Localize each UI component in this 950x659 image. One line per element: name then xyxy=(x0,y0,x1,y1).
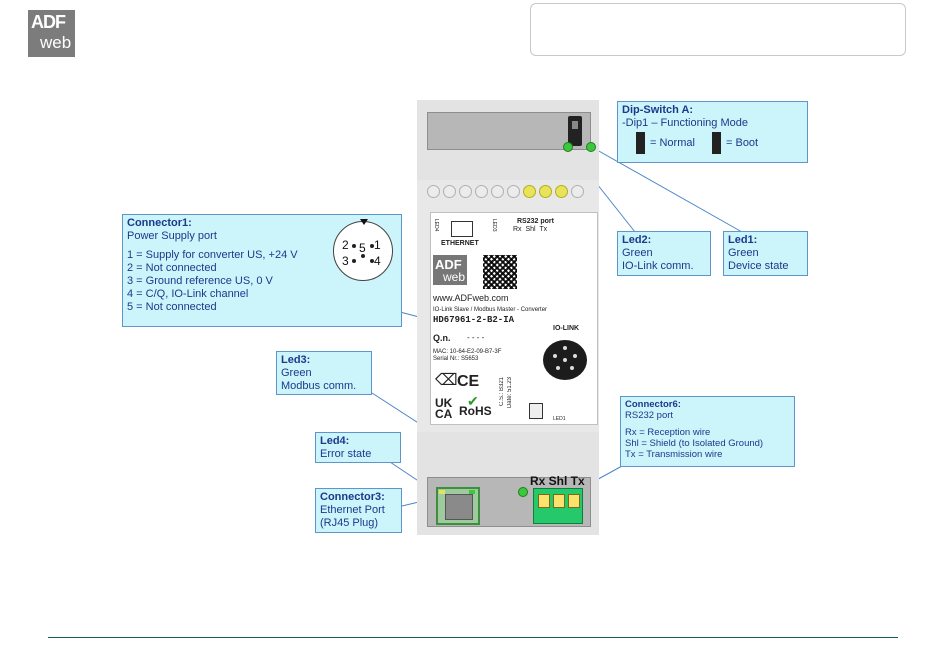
adfweb-logo: ADF web xyxy=(28,10,75,57)
label-ethernet: ETHERNET xyxy=(441,240,479,247)
label-description: IO-Link Slave / Modbus Master - Converte… xyxy=(433,307,548,313)
pin-label-4: 4 xyxy=(374,254,381,268)
label-dip-icon xyxy=(529,403,543,419)
led1-color: Green xyxy=(728,247,759,259)
dip-switch-a[interactable] xyxy=(568,116,582,146)
pin-label-1: 1 xyxy=(374,238,381,252)
ethernet-led-indicator xyxy=(469,490,475,494)
label-rohs: RoHS xyxy=(459,404,492,418)
connector6-tx: Tx = Transmission wire xyxy=(625,449,723,460)
led3-callout: Led3: Green Modbus comm. xyxy=(276,351,372,395)
connector1-pin-2: 2 = Not connected xyxy=(127,262,217,274)
label-iolink: IO-LINK xyxy=(553,325,580,332)
led4-title: Led4: xyxy=(320,435,350,447)
connector1-pin-4: 4 = C/Q, IO-Link channel xyxy=(127,288,249,300)
connector1-pin-5: 5 = Not connected xyxy=(127,301,217,313)
connector1-pin-3: 3 = Ground reference US, 0 V xyxy=(127,275,273,287)
connector6-callout: Connector6: RS232 port Rx = Reception wi… xyxy=(620,396,795,467)
rohs-check-icon: ✔ xyxy=(467,393,479,409)
dip-boot-text: = Boot xyxy=(726,137,759,149)
label-led3: LED3 xyxy=(491,219,497,232)
label-logo-web: web xyxy=(443,270,466,284)
terminal-label: Rx Shl Tx xyxy=(530,474,585,488)
led2-function: IO-Link comm. xyxy=(622,260,694,272)
connector6-subtitle: RS232 port xyxy=(625,410,674,421)
dip-switch-title: Dip-Switch A: xyxy=(622,104,694,116)
led3-color: Green xyxy=(281,367,312,379)
connector1-pin-1: 1 = Supply for converter US, +24 V xyxy=(127,249,298,261)
led3-title: Led3: xyxy=(281,354,311,366)
connector1-title: Connector1: xyxy=(127,217,192,229)
connector6-shl: Shl = Shield (to Isolated Ground) xyxy=(625,438,764,449)
led1-indicator xyxy=(586,142,596,152)
connector1-callout: Connector1: Power Supply port 1 = Supply… xyxy=(122,214,402,327)
connector3-callout: Connector3: Ethernet Port (RJ45 Plug) xyxy=(315,488,402,533)
label-qn: Q.n. xyxy=(433,333,451,343)
qr-code-icon xyxy=(483,255,517,289)
logo-line2: web xyxy=(40,33,72,52)
led2-indicator xyxy=(563,142,573,152)
footer-rule xyxy=(48,637,898,638)
led4-function: Error state xyxy=(320,448,372,460)
led2-callout: Led2: Green IO-Link comm. xyxy=(617,231,711,276)
led4-callout: Led4: Error state xyxy=(315,432,401,463)
led1-function: Device state xyxy=(728,260,789,272)
label-mac: MAC: 10-64-E2-09-B7-3F xyxy=(433,349,502,355)
device-label: LED4 ETHERNET LED3 RS232 port Rx Shl Tx … xyxy=(430,212,598,425)
connector3-type: Ethernet Port xyxy=(320,504,385,516)
logo-line1: ADF xyxy=(31,12,66,32)
led4-indicator xyxy=(439,490,445,494)
label-cs: C.S.: B321 xyxy=(499,377,505,407)
label-logo: ADF web xyxy=(433,255,467,285)
label-rs232-pins: Rx Shl Tx xyxy=(513,226,548,233)
header-box xyxy=(530,3,906,56)
pin-label-5: 5 xyxy=(359,241,366,255)
led1-title: Led1: xyxy=(728,234,758,246)
label-logo-adf: ADF xyxy=(435,257,462,272)
iolink-connector xyxy=(543,340,587,380)
connector6-rx: Rx = Reception wire xyxy=(625,427,711,438)
weee-bin-icon: ⌫ xyxy=(435,372,458,389)
connector1-pinout-icon: 1 2 3 4 5 xyxy=(333,219,393,281)
label-ukca-1: UK xyxy=(435,396,453,410)
line-led1 xyxy=(589,145,743,233)
dip-normal-icon xyxy=(636,132,645,154)
dip-boot-icon xyxy=(712,132,721,154)
label-led4: LED4 xyxy=(433,219,439,232)
dip-switch-mode: -Dip1 – Functioning Mode xyxy=(622,117,748,129)
pin-label-2: 2 xyxy=(342,238,349,252)
dip-normal-text: = Normal xyxy=(650,137,695,149)
label-ukca-2: CA xyxy=(435,407,453,421)
dip-switch-callout: Dip-Switch A: -Dip1 – Functioning Mode =… xyxy=(617,101,808,163)
label-serial: Serial Nr.: S5653 xyxy=(433,356,479,362)
label-website: www.ADFweb.com xyxy=(433,293,509,303)
led2-color: Green xyxy=(622,247,653,259)
label-date: Date: 51.23 xyxy=(507,377,513,409)
pin-label-3: 3 xyxy=(342,254,349,268)
connector3-title: Connector3: xyxy=(320,491,385,503)
rs232-terminal-block[interactable] xyxy=(533,488,583,524)
label-model: HD67961-2-B2-IA xyxy=(433,315,515,325)
label-qn-value: - - - - xyxy=(467,333,485,342)
ethernet-port-icon xyxy=(451,221,473,237)
led2-title: Led2: xyxy=(622,234,652,246)
label-led1: LED1 xyxy=(553,416,566,422)
led3-function: Modbus comm. xyxy=(281,380,357,392)
connector6-title: Connector6: xyxy=(625,399,681,410)
label-ce: CE xyxy=(457,373,480,390)
connector1-subtitle: Power Supply port xyxy=(127,230,217,242)
connector3-plug: (RJ45 Plug) xyxy=(320,517,379,529)
led3-indicator xyxy=(518,487,528,497)
led1-callout: Led1: Green Device state xyxy=(723,231,808,276)
label-rs232-port: RS232 port xyxy=(517,218,554,225)
